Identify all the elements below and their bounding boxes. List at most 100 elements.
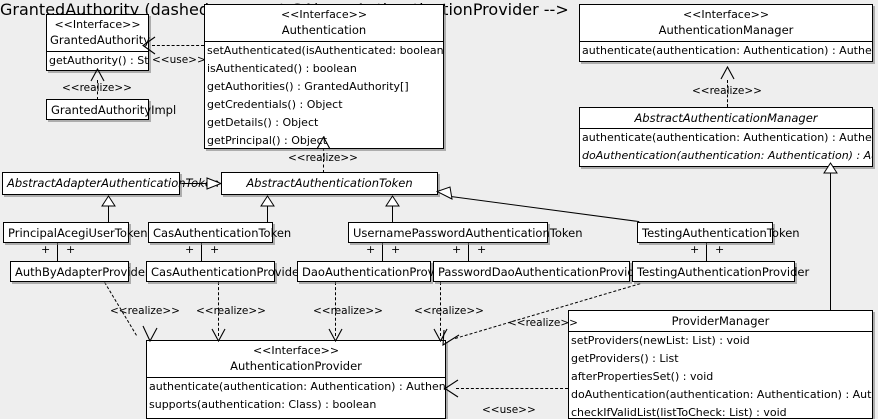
class-operations-authenticationprovider: authenticate(authentication: Authenticat… bbox=[147, 377, 445, 414]
class-operations-grantedauthority: getAuthority() : String bbox=[47, 51, 148, 70]
class-name-label: TestingAuthenticationProvider bbox=[637, 265, 810, 279]
realize-label-abstractauthenticationmanager: <<realize>> bbox=[692, 85, 762, 97]
realize-label-casauthenticationprovider: <<realize>> bbox=[196, 305, 266, 317]
realize-arrowhead-authenticationmanager bbox=[720, 66, 735, 80]
association-marker-testingprovider: + bbox=[715, 243, 725, 256]
association-line-upat-dao bbox=[382, 243, 383, 261]
operation-row: doAuthentication(authentication: Authent… bbox=[571, 388, 872, 401]
operation-row: setProviders(newList: List) : void bbox=[571, 334, 750, 347]
association-line-principalacegi-authbyadapter bbox=[57, 243, 58, 261]
class-header-passworddaoauthenticationprovider: PasswordDaoAuthenticationProvider bbox=[434, 262, 647, 282]
realize-arrowhead-authenticationprovider-4 bbox=[433, 328, 448, 342]
class-box-abstractadapterauthenticationtoken[interactable]: AbstractAdapterAuthenticationToken bbox=[2, 172, 220, 195]
class-box-authenticationprovider[interactable]: <<Interface>> AuthenticationProvider aut… bbox=[146, 340, 446, 419]
class-box-daoauthenticationprovider[interactable]: DaoAuthenticationProvider bbox=[297, 261, 457, 282]
operation-row: setAuthenticated(isAuthenticated: boolea… bbox=[207, 44, 443, 57]
class-name-label: AuthenticationProvider bbox=[230, 359, 362, 373]
class-box-passworddaoauthenticationprovider[interactable]: PasswordDaoAuthenticationProvider bbox=[433, 261, 647, 282]
association-marker-dao: + bbox=[391, 243, 401, 256]
class-header-abstractauthenticationmanager: AbstractAuthenticationManager bbox=[580, 108, 872, 128]
class-header-daoauthenticationprovider: DaoAuthenticationProvider bbox=[298, 262, 457, 282]
realize-line-grantedauthorityimpl bbox=[97, 80, 98, 100]
use-label-grantedauthority: <<use>> bbox=[152, 54, 206, 66]
generalization-arrowhead-usernamepasswordtoken bbox=[385, 195, 400, 207]
realize-arrowhead-authenticationprovider-3 bbox=[328, 328, 343, 342]
realize-label-testingauthenticationprovider: <<realize>> bbox=[508, 317, 578, 329]
use-line-providermanager-authenticationprovider bbox=[456, 388, 568, 389]
association-marker-authbyadapter: + bbox=[66, 243, 76, 256]
realize-arrowhead-authenticationprovider-1 bbox=[142, 325, 158, 342]
class-box-providermanager[interactable]: ProviderManager setProviders(newList: Li… bbox=[568, 310, 873, 419]
operation-row: getDetails() : Object bbox=[207, 116, 319, 129]
association-marker-castoken: + bbox=[185, 243, 195, 256]
class-box-casauthenticationprovider[interactable]: CasAuthenticationProvider bbox=[146, 261, 304, 282]
class-name-label: AuthByAdapterProvider bbox=[15, 265, 150, 279]
class-name-label: CasAuthenticationToken bbox=[153, 226, 292, 240]
use-arrowhead-authenticationprovider bbox=[444, 379, 459, 398]
association-line-upat-passworddao bbox=[468, 243, 469, 261]
class-name-label: ProviderManager bbox=[671, 314, 770, 328]
association-marker-principalacegi: + bbox=[41, 243, 51, 256]
operation-row: getCredentials() : Object bbox=[207, 98, 343, 111]
class-header-grantedauthority: <<Interface>> GrantedAuthority bbox=[47, 15, 151, 51]
class-name-label: CasAuthenticationProvider bbox=[151, 265, 304, 279]
generalization-arrowhead-abstractauthenticationmanager bbox=[823, 162, 838, 174]
class-box-authentication[interactable]: <<Interface>> Authentication setAuthenti… bbox=[204, 4, 444, 149]
class-box-principalacegiusertoken[interactable]: PrincipalAcegiUserToken bbox=[3, 222, 148, 243]
operation-row: authenticate(authentication: Authenticat… bbox=[582, 131, 872, 144]
association-marker-upat-left: + bbox=[366, 243, 376, 256]
realize-arrowhead-authenticationprovider-5 bbox=[442, 329, 460, 346]
class-box-authbyadapterprovider[interactable]: AuthByAdapterProvider bbox=[10, 261, 150, 282]
class-box-testingauthenticationprovider[interactable]: TestingAuthenticationProvider bbox=[632, 261, 810, 282]
use-arrowhead-grantedauthority bbox=[142, 36, 156, 55]
class-name-label: UsernamePasswordAuthenticationToken bbox=[353, 226, 583, 240]
class-header-abstractadapterauthenticationtoken: AbstractAdapterAuthenticationToken bbox=[3, 173, 220, 193]
class-name-label: PasswordDaoAuthenticationProvider bbox=[438, 265, 647, 279]
operation-row: getProviders() : List bbox=[571, 352, 679, 365]
class-box-usernamepasswordauthenticationtoken[interactable]: UsernamePasswordAuthenticationToken bbox=[348, 222, 583, 243]
operation-row: getAuthorities() : GrantedAuthority[] bbox=[207, 80, 409, 93]
class-name-label: AbstractAuthenticationManager bbox=[634, 111, 818, 125]
generalization-arrowhead-casauthenticationtoken bbox=[260, 195, 275, 207]
association-line-cas bbox=[201, 243, 202, 261]
class-name-label: AbstractAdapterAuthenticationToken bbox=[7, 176, 220, 190]
class-box-testingauthenticationtoken[interactable]: TestingAuthenticationToken bbox=[637, 222, 800, 243]
realize-line-daoauthenticationprovider bbox=[335, 282, 336, 336]
generalization-arrowhead-principalacegiusertoken bbox=[101, 195, 116, 207]
realize-line-passworddaoauthenticationprovider bbox=[440, 282, 441, 336]
association-marker-passworddao: + bbox=[477, 243, 487, 256]
association-line-testing bbox=[706, 243, 707, 261]
realize-arrowhead-authentication bbox=[316, 136, 331, 150]
class-header-authentication: <<Interface>> Authentication bbox=[205, 5, 443, 41]
realize-label-passworddaoauthenticationprovider: <<realize>> bbox=[414, 305, 484, 317]
class-box-grantedauthorityimpl[interactable]: GrantedAuthorityImpl bbox=[46, 99, 176, 120]
operation-row: supports(authentication: Class) : boolea… bbox=[149, 398, 377, 411]
class-operations-authenticationmanager: authenticate(authentication: Authenticat… bbox=[580, 41, 872, 60]
class-header-authbyadapterprovider: AuthByAdapterProvider bbox=[11, 262, 150, 282]
realize-label-daoauthenticationprovider: <<realize>> bbox=[313, 305, 383, 317]
class-box-abstractauthenticationmanager[interactable]: AbstractAuthenticationManager authentica… bbox=[579, 107, 873, 167]
class-box-authenticationmanager[interactable]: <<Interface>> AuthenticationManager auth… bbox=[579, 4, 873, 62]
class-operations-authentication: setAuthenticated(isAuthenticated: boolea… bbox=[205, 41, 443, 150]
operation-row: checkIfValidList(listToCheck: List) : vo… bbox=[571, 406, 787, 419]
realize-label-authbyadapterprovider: <<realize>> bbox=[110, 305, 180, 317]
generalization-line-testingauthenticationtoken bbox=[450, 196, 640, 223]
realize-line-abstractauthenticationtoken bbox=[323, 148, 324, 173]
class-header-grantedauthorityimpl: GrantedAuthorityImpl bbox=[47, 100, 176, 120]
class-header-casauthenticationtoken: CasAuthenticationToken bbox=[149, 223, 292, 243]
stereotype-label: <<Interface>> bbox=[252, 344, 340, 357]
class-name-label: GrantedAuthority bbox=[50, 33, 151, 47]
class-box-abstractauthenticationtoken[interactable]: AbstractAuthenticationToken bbox=[221, 172, 438, 195]
use-label-providermanager: <<use>> bbox=[482, 404, 536, 416]
operation-row: getAuthority() : String bbox=[49, 54, 148, 67]
class-header-abstractauthenticationtoken: AbstractAuthenticationToken bbox=[222, 173, 437, 193]
operation-row: getPrincipal() : Object bbox=[207, 134, 328, 147]
class-name-label: TestingAuthenticationToken bbox=[642, 226, 800, 240]
operation-row: authenticate(authentication: Authenticat… bbox=[149, 380, 445, 393]
class-box-grantedauthority[interactable]: <<Interface>> GrantedAuthority getAuthor… bbox=[46, 14, 151, 71]
generalization-line-providermanager bbox=[830, 173, 831, 310]
class-header-testingauthenticationprovider: TestingAuthenticationProvider bbox=[633, 262, 810, 282]
class-name-label: AuthenticationManager bbox=[658, 23, 794, 37]
class-box-casauthenticationtoken[interactable]: CasAuthenticationToken bbox=[148, 222, 292, 243]
